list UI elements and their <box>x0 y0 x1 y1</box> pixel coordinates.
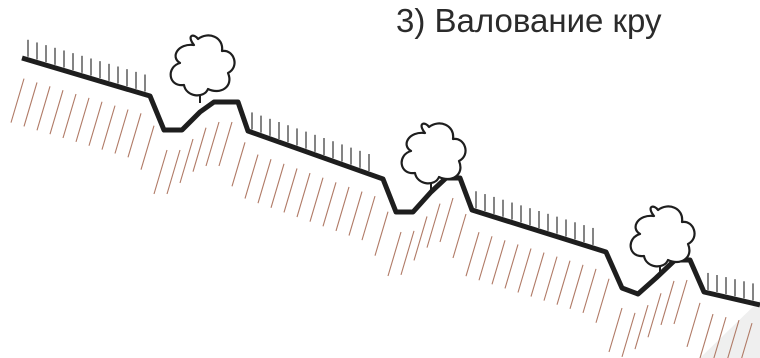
hatch-stroke <box>504 244 519 289</box>
hatch-stroke <box>517 248 532 293</box>
hatch-stroke <box>569 264 584 309</box>
hatch-stroke <box>582 268 597 314</box>
hatch-stroke <box>530 252 545 297</box>
hatch-stroke <box>374 211 389 256</box>
ground-profile-line <box>21 55 760 308</box>
tree-crown <box>629 205 696 268</box>
hatch-stroke <box>101 105 116 150</box>
tree-2 <box>400 122 467 191</box>
tree-icon <box>629 205 696 274</box>
hatch-stroke <box>699 313 714 358</box>
hatch-stroke <box>335 186 350 232</box>
hatch-stroke <box>413 216 428 261</box>
hatch-stroke <box>673 279 688 325</box>
hatch-stroke <box>283 168 298 213</box>
hatch-stroke <box>595 278 610 323</box>
hatch-stroke <box>114 109 129 154</box>
hatch-stroke <box>608 307 623 353</box>
hatch-stroke <box>140 125 155 170</box>
hatch-stroke <box>192 127 207 172</box>
hatch-stroke <box>727 319 740 358</box>
hatch-stroke <box>127 113 142 158</box>
hatch-stroke <box>88 101 103 146</box>
tree-icon <box>169 34 236 103</box>
hatch-stroke <box>257 159 272 204</box>
tree-3 <box>629 205 696 274</box>
tree-crown <box>400 122 467 185</box>
hatch-stroke <box>166 149 181 195</box>
hatch-stroke <box>36 86 51 131</box>
hatch-stroke <box>686 302 701 348</box>
soil-hatching <box>10 78 753 358</box>
hatch-stroke <box>491 240 506 285</box>
tree-icon <box>400 122 467 191</box>
grass-tufts <box>27 39 754 301</box>
hatch-stroke <box>218 121 233 167</box>
hatch-stroke <box>556 260 571 305</box>
section-heading: 3) Валование кру <box>396 2 662 39</box>
hatch-stroke <box>741 322 753 358</box>
hatch-stroke <box>348 191 363 236</box>
hatch-stroke <box>205 121 220 167</box>
hatch-stroke <box>543 256 558 301</box>
hatch-stroke <box>10 78 25 123</box>
hatch-stroke <box>153 149 168 195</box>
hatch-stroke <box>465 232 480 277</box>
hatch-stroke <box>296 172 311 218</box>
hatch-stroke <box>660 280 675 326</box>
hatch-stroke <box>439 197 454 243</box>
hatch-stroke <box>309 177 324 222</box>
hatch-stroke <box>452 213 467 259</box>
hatch-stroke <box>387 231 402 277</box>
hatch-stroke <box>621 312 636 358</box>
tree-1 <box>169 34 236 103</box>
hatch-stroke <box>231 142 246 187</box>
corner-shade <box>700 300 760 358</box>
hatch-stroke <box>713 316 727 358</box>
hatch-stroke <box>179 138 194 184</box>
tree-crown <box>169 34 236 97</box>
hatch-stroke <box>270 163 285 208</box>
hatch-stroke <box>634 304 649 350</box>
hatch-stroke <box>244 154 259 199</box>
hatch-stroke <box>49 90 64 135</box>
hatch-stroke <box>400 230 415 276</box>
hatch-stroke <box>361 195 376 241</box>
hatch-stroke <box>75 97 90 143</box>
hatch-stroke <box>478 236 493 281</box>
hatch-stroke <box>322 182 337 227</box>
hatch-stroke <box>62 93 77 139</box>
hatch-stroke <box>23 82 38 127</box>
hatch-stroke <box>647 293 662 338</box>
hatch-stroke <box>426 203 441 248</box>
